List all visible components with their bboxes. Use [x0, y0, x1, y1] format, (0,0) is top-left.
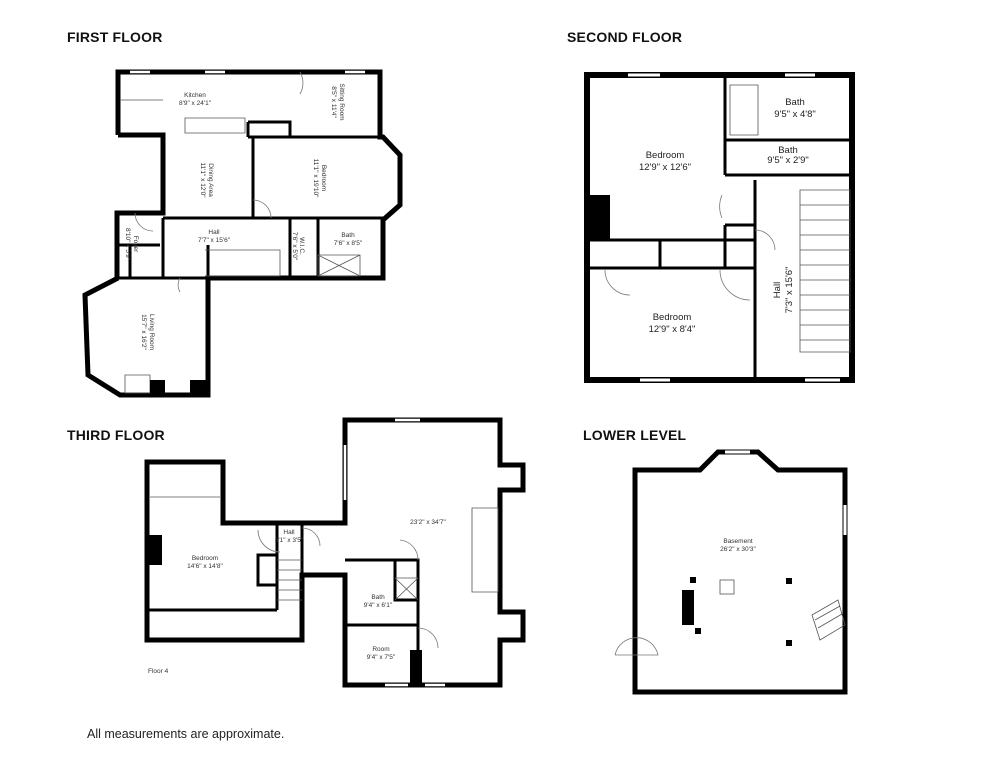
- room-dims: 9'5" x 2'9": [767, 155, 809, 166]
- room-label: Basement: [723, 538, 752, 545]
- room-label: Sitting Room: [338, 83, 345, 120]
- room-label: Bedroom: [646, 150, 685, 161]
- room-label: Bedroom: [320, 165, 327, 191]
- room-dims: 7'6" x 8'5": [334, 240, 363, 247]
- room-label: Hall: [208, 229, 220, 236]
- room-dims: 14'6" x 14'8": [187, 563, 223, 570]
- room-dims: 7'3" x 15'6": [784, 267, 795, 314]
- room-dims: 23'2" x 34'7": [410, 519, 446, 526]
- room-dims: 9'5" x 4'8": [774, 109, 816, 120]
- room-dims: 26'2" x 30'3": [720, 546, 756, 553]
- room-label: Kitchen: [184, 92, 206, 99]
- room-dims: 15'7" x 16'2": [140, 314, 147, 350]
- measurements-note: All measurements are approximate.: [87, 727, 285, 741]
- room-label: Bedroom: [653, 312, 692, 323]
- room-dims: 12'9" x 8'4": [649, 324, 696, 335]
- room-dims: 7'7" x 15'6": [198, 237, 231, 244]
- room-dims: 11'1" x 19'10": [312, 159, 319, 198]
- third-floor-plan: 23'2" x 34'7" Bedroom 14'6" x 14'8" Hall…: [144, 417, 526, 688]
- room-label: Bath: [778, 145, 798, 156]
- room-dims: 7'6" x 5'0": [291, 232, 298, 261]
- room-label: W.I.C.: [298, 237, 305, 255]
- room-label: Room: [372, 646, 389, 653]
- room-dims: 8'10" x 5'9": [124, 228, 131, 261]
- floor-4-label: Floor 4: [148, 668, 169, 675]
- second-floor-plan: Bedroom 12'9" x 12'6" Bath 9'5" x 4'8" B…: [584, 72, 855, 383]
- room-dims: 9'4" x 6'1": [364, 602, 393, 609]
- room-dims: 9'4" x 7'5": [367, 654, 396, 661]
- room-dims: 12'9" x 12'6": [639, 162, 691, 173]
- room-label: Dining Area: [207, 163, 214, 197]
- room-label: Living Room: [148, 314, 155, 350]
- lower-level-plan: Basement 26'2" x 30'3": [614, 449, 848, 695]
- first-floor-heading: FIRST FLOOR: [67, 29, 163, 45]
- first-floor-plan: Kitchen 8'9" x 24'1" Sitting Room 8'5" x…: [82, 69, 403, 398]
- third-floor-heading: THIRD FLOOR: [67, 427, 165, 443]
- second-floor-heading: SECOND FLOOR: [567, 29, 683, 45]
- room-dims: 11'1" x 12'0": [199, 162, 206, 198]
- room-dims: 8'5" x 11'4": [330, 86, 337, 118]
- room-dims: 3'1" x 3'5": [275, 537, 304, 544]
- room-label: Bath: [371, 594, 385, 601]
- room-label: Bath: [341, 232, 355, 239]
- room-label: Foyer: [132, 236, 139, 253]
- room-label: Hall: [772, 282, 783, 298]
- room-label: Bath: [785, 97, 805, 108]
- room-label: Hall: [283, 529, 295, 536]
- room-dims: 8'9" x 24'1": [179, 100, 212, 107]
- room-label: Bedroom: [192, 555, 218, 562]
- lower-level-heading: LOWER LEVEL: [583, 427, 687, 443]
